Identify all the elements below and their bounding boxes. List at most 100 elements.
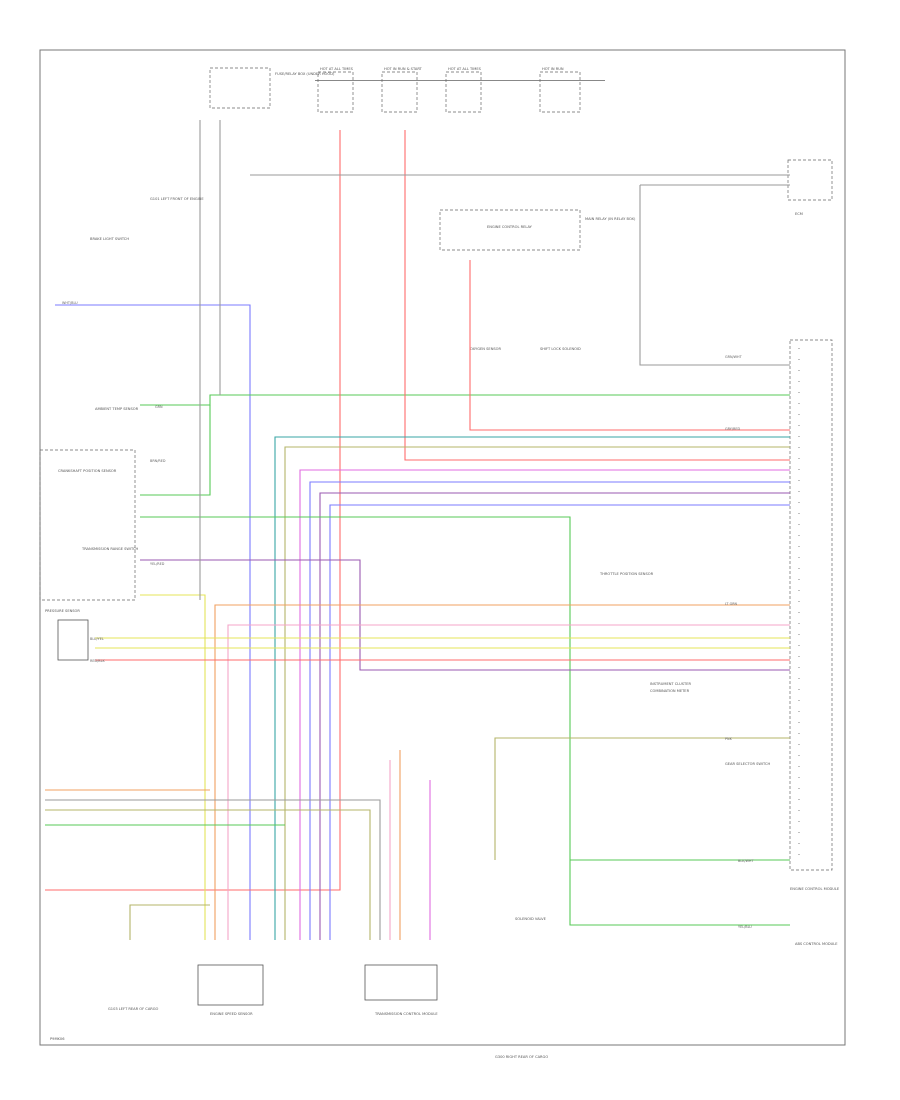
- wire-green-3: [140, 516, 790, 926]
- connector-pin-mark: •: [798, 831, 800, 835]
- wire-label-4: YEL/RED: [150, 562, 165, 566]
- fuse-label-2: HOT IN RUN & START: [384, 67, 423, 71]
- connector-pin-mark: •: [798, 622, 800, 626]
- connector-pin-mark: •: [798, 809, 800, 813]
- connector-pin-mark: •: [798, 743, 800, 747]
- connector-pin-mark: •: [798, 402, 800, 406]
- brake-switch-label: BRAKE LIGHT SWITCH: [90, 237, 129, 241]
- bottom-components: ENGINE SPEED SENSOR TRANSMISSION CONTROL…: [108, 917, 548, 1059]
- connector-pin-mark: •: [798, 611, 800, 615]
- wire-olive-2: [494, 737, 790, 860]
- wire-yellow-1: [140, 594, 206, 940]
- wire-label-3: BRN/RED: [150, 459, 166, 463]
- wire-gray-1: [45, 799, 381, 940]
- gearshift-switch-label: GEAR SELECTOR SWITCH: [725, 762, 771, 766]
- wire-olive-4: [129, 904, 210, 940]
- transmission-control-label: TRANSMISSION CONTROL MODULE: [374, 1012, 438, 1016]
- fuse-relay-box: FUSE/RELAY BOX (UNDER HOOD) HOT AT ALL T…: [209, 67, 605, 113]
- oxygen-sensor-label: OXYGEN SENSOR: [470, 347, 501, 351]
- wire-gray-6: [639, 185, 790, 366]
- connector-pin-mark: •: [798, 589, 800, 593]
- connector-pin-mark: •: [798, 754, 800, 758]
- connector-pin-mark: •: [798, 655, 800, 659]
- connector-pin-mark: •: [798, 600, 800, 604]
- ecm-connector-top: ECM: [787, 159, 833, 216]
- connector-pin-mark: •: [798, 666, 800, 670]
- ground-1-label: G101 LEFT FRONT OF ENGINE: [150, 197, 204, 201]
- wire-red-1: [45, 130, 341, 891]
- fuse-label-4: HOT IN RUN: [542, 67, 564, 71]
- wire-red-3: [469, 260, 790, 431]
- connector-pin-mark: •: [798, 468, 800, 472]
- connector-pin-mark: •: [798, 688, 800, 692]
- wire-labels: WHT/BLU GRN BRN/RED YEL/RED BLU/YEL RED/…: [62, 301, 754, 929]
- instrument-cluster-label: INSTRUMENT CLUSTER: [650, 682, 691, 686]
- connector-pin-mark: •: [798, 523, 800, 527]
- connector-pin-mark: •: [798, 644, 800, 648]
- wire-label-2: GRN: [155, 405, 163, 409]
- wire-blue-1: [55, 304, 251, 940]
- connector-pin-mark: •: [798, 501, 800, 505]
- wire-olive-1: [284, 446, 790, 940]
- wire-runs: ••••••••••••••••••••••••••••••••••••••••…: [45, 120, 800, 940]
- connector-pin-mark: •: [798, 853, 800, 857]
- wire-label-6: RED/BLK: [90, 659, 105, 663]
- transmission-control-module: [364, 964, 438, 1001]
- wire-olive-3: [45, 809, 371, 940]
- wire-green-2: [140, 405, 211, 496]
- wire-purple-2: [140, 559, 790, 671]
- wire-label-1: WHT/BLU: [62, 301, 78, 305]
- wire-label-7: GRN/WHT: [725, 355, 743, 359]
- shift-lock-label: SHIFT LOCK SOLENOID: [540, 347, 581, 351]
- fuse-label-3: HOT AT ALL TIMES: [448, 67, 482, 71]
- crank-sensor-label: CRANKSHAFT POSITION SENSOR: [58, 469, 117, 473]
- ecm-top-label: ECM: [795, 212, 803, 216]
- connector-pin-mark: •: [798, 699, 800, 703]
- connector-pin-mark: •: [798, 380, 800, 384]
- connector-pin-mark: •: [798, 677, 800, 681]
- wire-label-9: LT GRN: [725, 602, 738, 606]
- g-relay-label: ENGINE CONTROL RELAY: [487, 225, 533, 229]
- connector-pin-mark: •: [798, 578, 800, 582]
- main-relay: MAIN RELAY (IN RELAY BOX) ENGINE CONTROL…: [439, 209, 636, 251]
- connector-pin-mark: •: [798, 721, 800, 725]
- wire-green-1: [140, 394, 790, 406]
- wire-blue-3: [329, 504, 790, 940]
- connector-pin-mark: •: [798, 413, 800, 417]
- wire-blue-2: [309, 481, 790, 940]
- engine-speed-sensor: [197, 964, 264, 1006]
- connector-pin-mark: •: [798, 358, 800, 362]
- connector-pin-mark: •: [798, 798, 800, 802]
- connector-pin-mark: •: [798, 446, 800, 450]
- connector-pin-mark: •: [798, 369, 800, 373]
- wire-purple-1: [319, 492, 790, 940]
- connector-pin-mark: •: [798, 567, 800, 571]
- connector-pin-mark: •: [798, 391, 800, 395]
- ground-3-label: G300 RIGHT REAR OF CARGO: [495, 1055, 548, 1059]
- connector-pin-mark: •: [798, 556, 800, 560]
- ambient-sensor-label: AMBIENT TEMP SENSOR: [95, 407, 139, 411]
- engine-speed-label: ENGINE SPEED SENSOR: [210, 1012, 253, 1016]
- wire-label-10: PNK: [725, 737, 733, 741]
- ground-2-label: G103 LEFT REAR OF CARGO: [108, 1007, 159, 1011]
- ecm-connector-main: ENGINE CONTROL MODULE ABS CONTROL MODULE: [789, 339, 840, 946]
- connector-pin-mark: •: [798, 787, 800, 791]
- main-relay-label: MAIN RELAY (IN RELAY BOX): [585, 217, 636, 221]
- wire-label-11: BLK/WHT: [738, 859, 754, 863]
- connector-pin-mark: •: [798, 710, 800, 714]
- wire-label-12: YEL/BLU: [738, 925, 752, 929]
- connector-pin-mark: •: [798, 776, 800, 780]
- connector-pin-mark: •: [798, 457, 800, 461]
- wire-teal-1: [274, 436, 790, 940]
- combination-label: COMBINATION METER: [650, 689, 690, 693]
- connector-pin-mark: •: [798, 347, 800, 351]
- fuse-label-1: HOT AT ALL TIMES: [320, 67, 354, 71]
- ecm-main-label: ENGINE CONTROL MODULE: [790, 887, 840, 891]
- connector-pin-mark: •: [798, 842, 800, 846]
- connector-pin-mark: •: [798, 633, 800, 637]
- wire-pink-1: [227, 624, 790, 940]
- wire-magenta-1: [299, 469, 790, 940]
- connector-pin-mark: •: [798, 820, 800, 824]
- fuse-box-label: FUSE/RELAY BOX (UNDER HOOD): [275, 72, 335, 76]
